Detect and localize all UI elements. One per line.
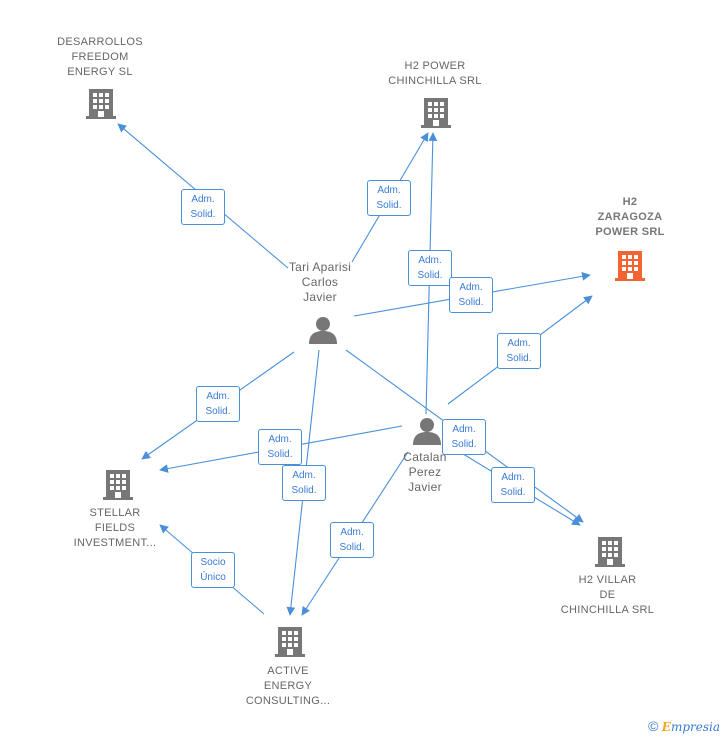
edge-label-catalan-stellar[interactable]: Adm. Solid.: [258, 429, 302, 465]
building-icon: [421, 98, 451, 128]
edge-label-catalan-active[interactable]: Adm. Solid.: [330, 522, 374, 558]
edge-label-tari-desarrollos[interactable]: Adm. Solid.: [181, 189, 225, 225]
person-icon: [309, 317, 337, 344]
edge-label-active-stellar[interactable]: Socio Único: [191, 552, 235, 588]
building-icon: [595, 537, 625, 567]
person-icon: [413, 418, 441, 445]
edge-label-catalan-h2villar[interactable]: Adm. Solid.: [491, 467, 535, 503]
copyright-icon: ©: [648, 718, 659, 734]
node-label-active[interactable]: ACTIVE ENERGY CONSULTING...: [245, 665, 331, 707]
node-label-stellar[interactable]: STELLAR FIELDS INVESTMENT...: [73, 507, 157, 549]
building-icon: [103, 470, 133, 500]
node-label-tari[interactable]: Tari Aparisi Carlos Javier: [288, 260, 352, 304]
edge-label-tari-h2villar[interactable]: Adm. Solid.: [442, 419, 486, 455]
edge-label-tari-h2zaragoza[interactable]: Adm. Solid.: [449, 277, 493, 313]
building-icon: [275, 627, 305, 657]
node-label-catalan[interactable]: Catalan Perez Javier: [403, 450, 447, 494]
building-icon: [86, 89, 116, 119]
brand-initial: E: [661, 720, 671, 734]
edge-label-catalan-h2power[interactable]: Adm. Solid.: [408, 250, 452, 286]
node-label-h2zaragoza[interactable]: H2 ZARAGOZA POWER SRL: [595, 196, 665, 238]
edge-label-catalan-h2zaragoza[interactable]: Adm. Solid.: [497, 333, 541, 369]
brand-name: mpresia: [670, 720, 720, 734]
edge-label-tari-h2power[interactable]: Adm. Solid.: [367, 180, 411, 216]
node-label-h2villar[interactable]: H2 VILLAR DE CHINCHILLA SRL: [560, 574, 655, 616]
node-label-desarrollos[interactable]: DESARROLLOS FREEDOM ENERGY SL: [57, 36, 143, 78]
empresia-watermark: © Empresia: [648, 718, 720, 734]
edge-label-tari-active[interactable]: Adm. Solid.: [282, 465, 326, 501]
node-label-h2power[interactable]: H2 POWER CHINCHILLA SRL: [388, 60, 482, 87]
edge-label-tari-stellar[interactable]: Adm. Solid.: [196, 386, 240, 422]
building-icon: [615, 251, 645, 281]
